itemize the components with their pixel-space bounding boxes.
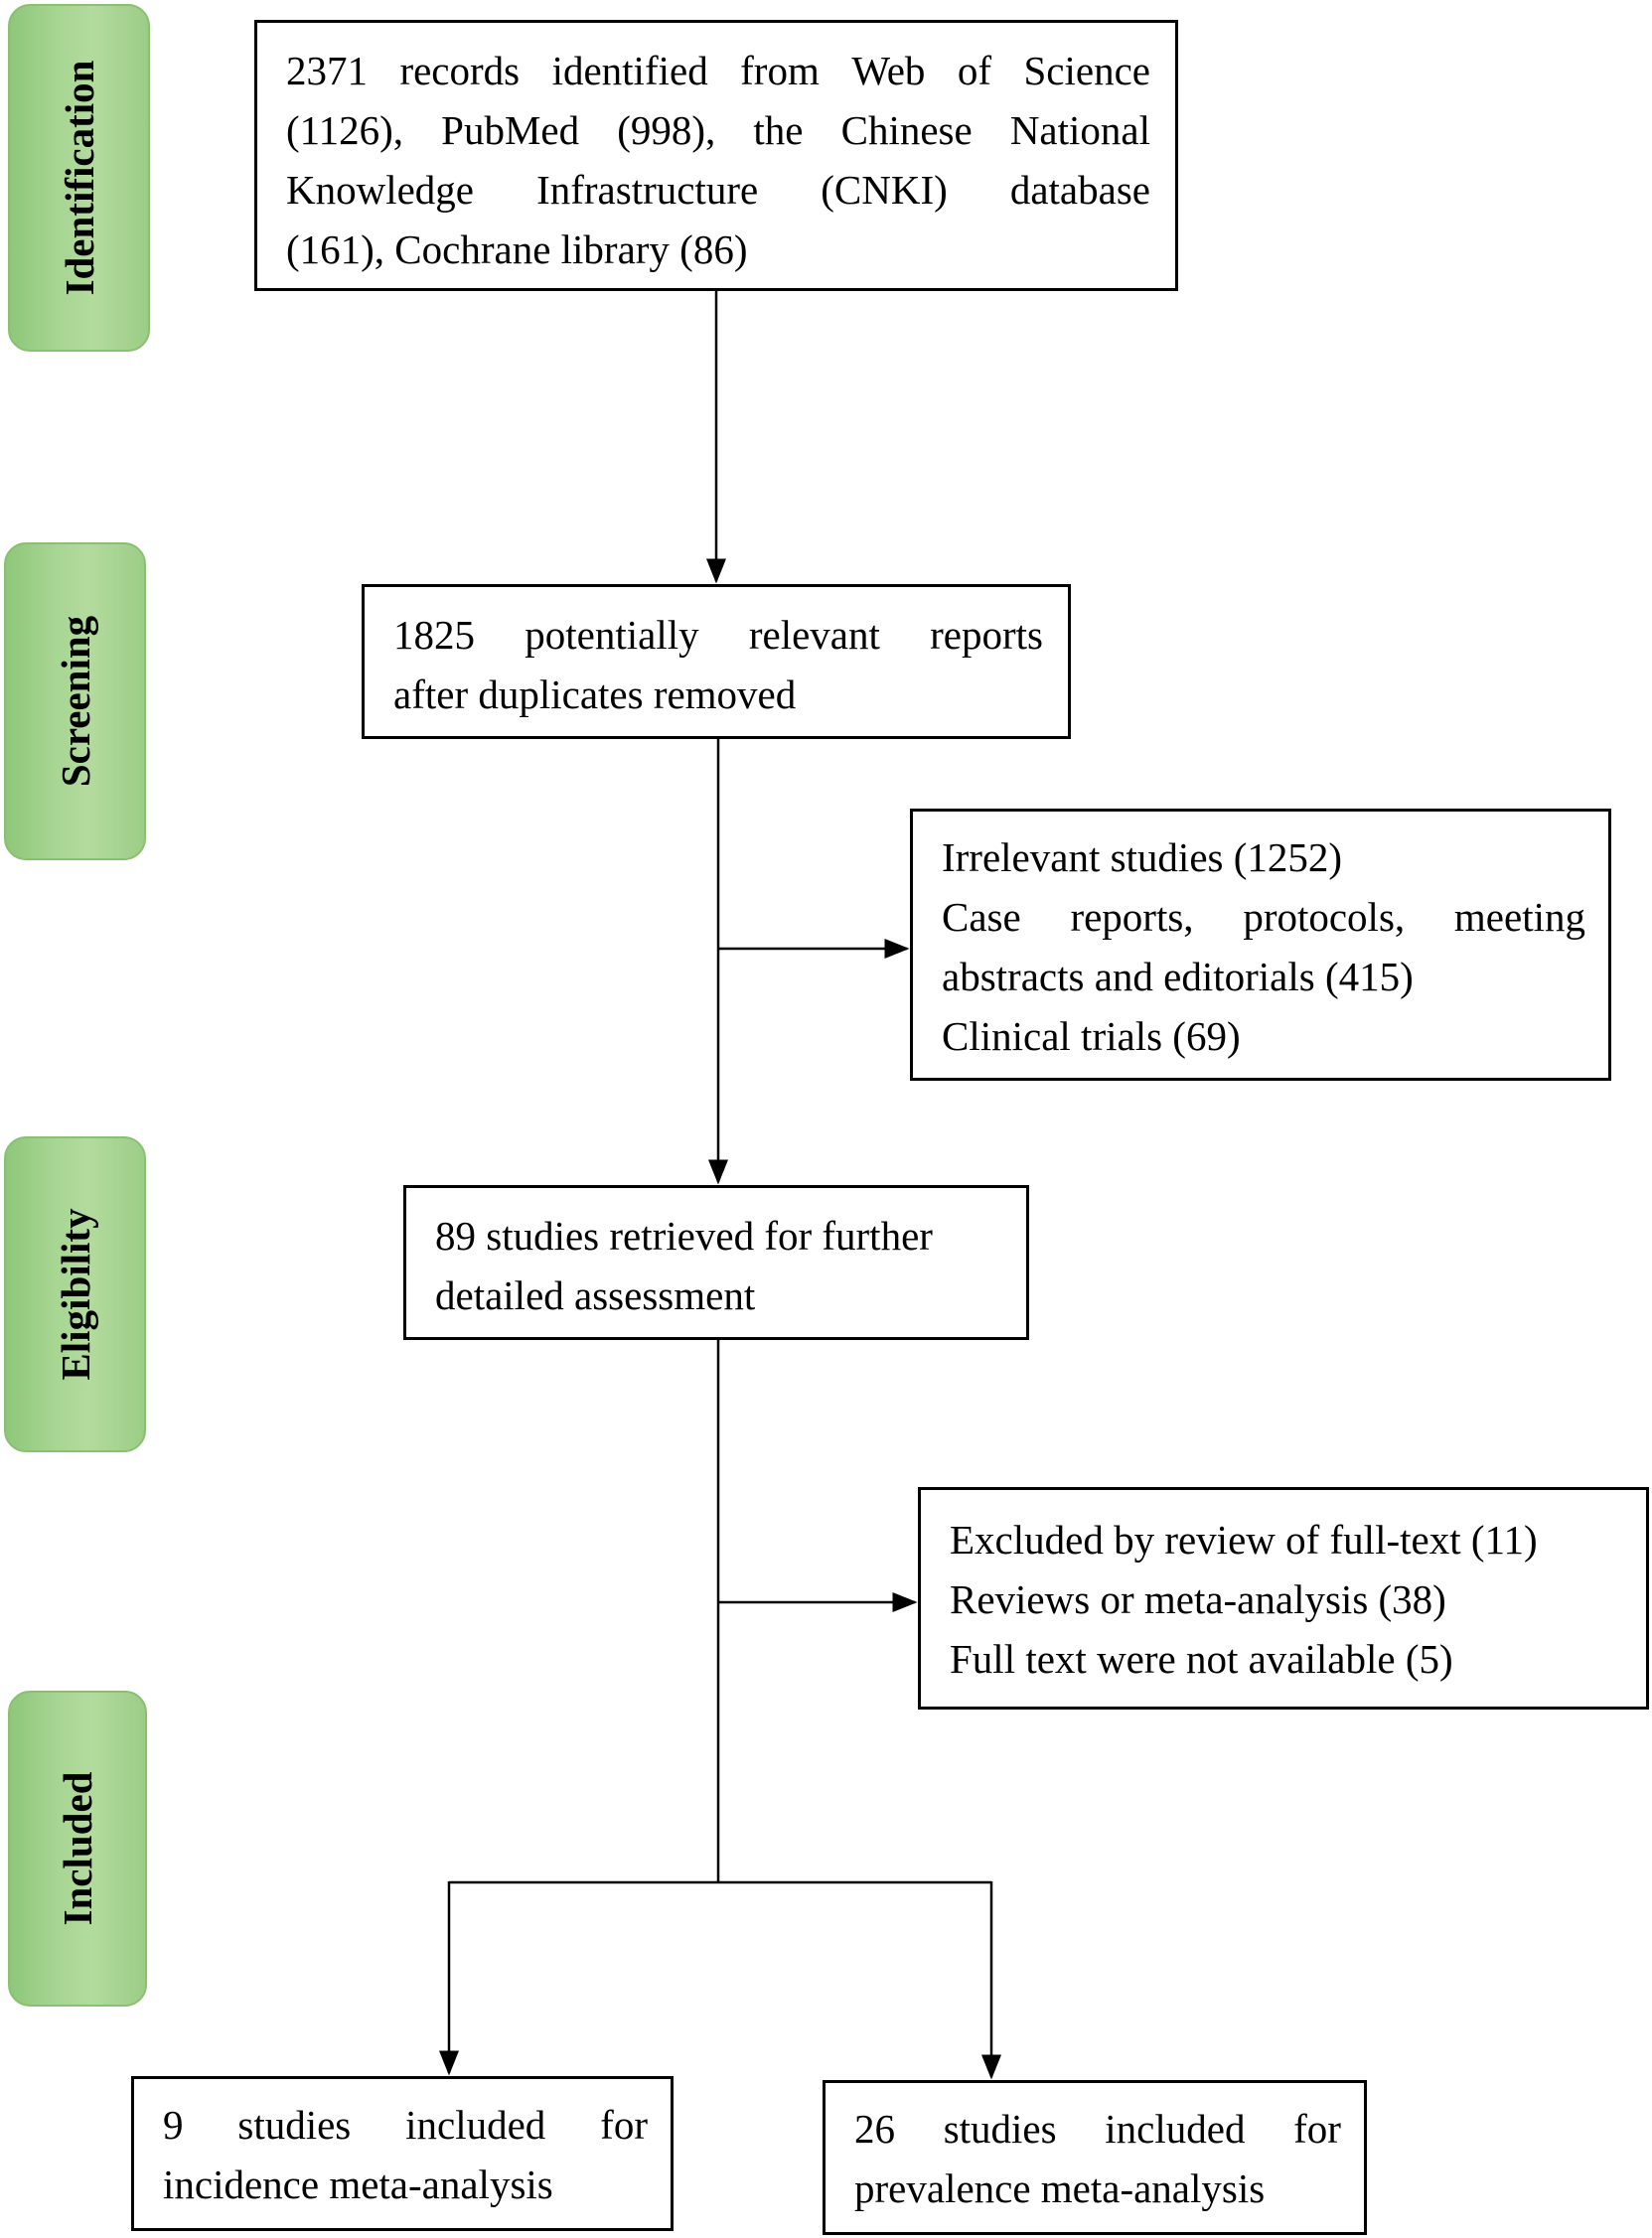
text: Full text were not available (5)	[950, 1636, 1453, 1682]
records-identified-line-2: (1126), PubMed (998), the Chinese Nation…	[286, 100, 1150, 160]
incidence-included-line-1: 9 studies included for	[163, 2095, 648, 2155]
word: Chinese	[840, 107, 973, 153]
after-duplicates-line-2: after duplicates removed	[393, 665, 796, 724]
eligibility-exclusions-line-2: Reviews or meta-analysis (38)	[950, 1569, 1446, 1629]
stage-identification: Identification	[8, 4, 150, 352]
text: after duplicates removed	[393, 671, 797, 717]
word: database	[1009, 167, 1150, 213]
after-duplicates-box: 1825 potentially relevant reports after …	[362, 584, 1071, 739]
text: incidence meta-analysis	[163, 2162, 553, 2207]
word: Case	[942, 894, 1021, 940]
word: Science	[1023, 48, 1150, 93]
records-identified-line-3: Knowledge Infrastructure (CNKI) database	[286, 160, 1150, 220]
after-duplicates-line-1: 1825 potentially relevant reports	[393, 605, 1043, 665]
word: identified	[551, 48, 708, 93]
eligibility-exclusions-line-1: Excluded by review of full-text (11)	[950, 1510, 1538, 1569]
prevalence-included-line-2: prevalence meta-analysis	[854, 2159, 1265, 2218]
eligibility-exclusions-line-3: Full text were not available (5)	[950, 1629, 1453, 1689]
full-text-assessed-line-2: detailed assessment	[435, 1266, 755, 1325]
screening-exclusions-box: Irrelevant studies (1252) Case reports, …	[910, 809, 1611, 1081]
records-identified-line-1: 2371 records identified from Web of Scie…	[286, 41, 1150, 100]
text: (161), Cochrane library (86)	[286, 226, 748, 272]
word: PubMed	[441, 107, 580, 153]
stage-eligibility: Eligibility	[4, 1136, 146, 1452]
text: Irrelevant studies (1252)	[942, 834, 1343, 880]
text: Excluded by review of full-text (11)	[950, 1517, 1538, 1563]
records-identified-line-4: (161), Cochrane library (86)	[286, 220, 748, 279]
incidence-included-box: 9 studies included for incidence meta-an…	[131, 2076, 674, 2231]
word: records	[399, 48, 521, 93]
word: potentially	[525, 612, 699, 658]
word: for	[600, 2102, 648, 2148]
word: 26	[854, 2106, 895, 2152]
word: included	[1105, 2106, 1246, 2152]
text: prevalence meta-analysis	[854, 2165, 1266, 2211]
stage-screening: Screening	[4, 542, 146, 860]
word: reports	[930, 612, 1043, 658]
word: 2371	[286, 48, 368, 93]
screening-exclusions-line-4: Clinical trials (69)	[942, 1006, 1241, 1066]
word: relevant	[748, 612, 880, 658]
word: National	[1009, 107, 1150, 153]
full-text-assessed-line-1: 89 studies retrieved for further	[435, 1206, 933, 1266]
records-identified-box: 2371 records identified from Web of Scie…	[254, 20, 1178, 291]
stage-included: Included	[8, 1691, 147, 2007]
text: detailed assessment	[435, 1272, 756, 1318]
word: studies	[237, 2102, 352, 2148]
screening-exclusions-line-2: Case reports, protocols, meeting	[942, 887, 1585, 947]
word: (1126),	[286, 107, 404, 153]
word: studies	[943, 2106, 1057, 2152]
word: Web	[851, 48, 926, 93]
word: 1825	[393, 612, 475, 658]
text: Reviews or meta-analysis (38)	[950, 1576, 1446, 1622]
incidence-included-line-2: incidence meta-analysis	[163, 2155, 553, 2214]
word: (998),	[617, 107, 716, 153]
word: included	[405, 2102, 546, 2148]
word: protocols,	[1243, 894, 1406, 940]
word: meeting	[1453, 894, 1585, 940]
text: 89 studies retrieved for further	[435, 1213, 933, 1259]
word: the	[753, 107, 804, 153]
screening-exclusions-line-3: abstracts and editorials (415)	[942, 947, 1414, 1006]
full-text-assessed-box: 89 studies retrieved for further detaile…	[403, 1185, 1029, 1340]
word: Infrastructure	[536, 167, 759, 213]
eligibility-exclusions-box: Excluded by review of full-text (11) Rev…	[918, 1487, 1649, 1710]
word: reports,	[1070, 894, 1194, 940]
word: of	[957, 48, 992, 93]
word: from	[740, 48, 820, 93]
word: (CNKI)	[821, 167, 948, 213]
screening-exclusions-line-1: Irrelevant studies (1252)	[942, 827, 1342, 887]
word: 9	[163, 2102, 184, 2148]
prevalence-included-box: 26 studies included for prevalence meta-…	[823, 2080, 1367, 2235]
text: Clinical trials (69)	[942, 1013, 1241, 1059]
word: Knowledge	[286, 167, 475, 213]
word: for	[1293, 2106, 1341, 2152]
prevalence-included-line-1: 26 studies included for	[854, 2099, 1341, 2159]
text: abstracts and editorials (415)	[942, 954, 1414, 999]
